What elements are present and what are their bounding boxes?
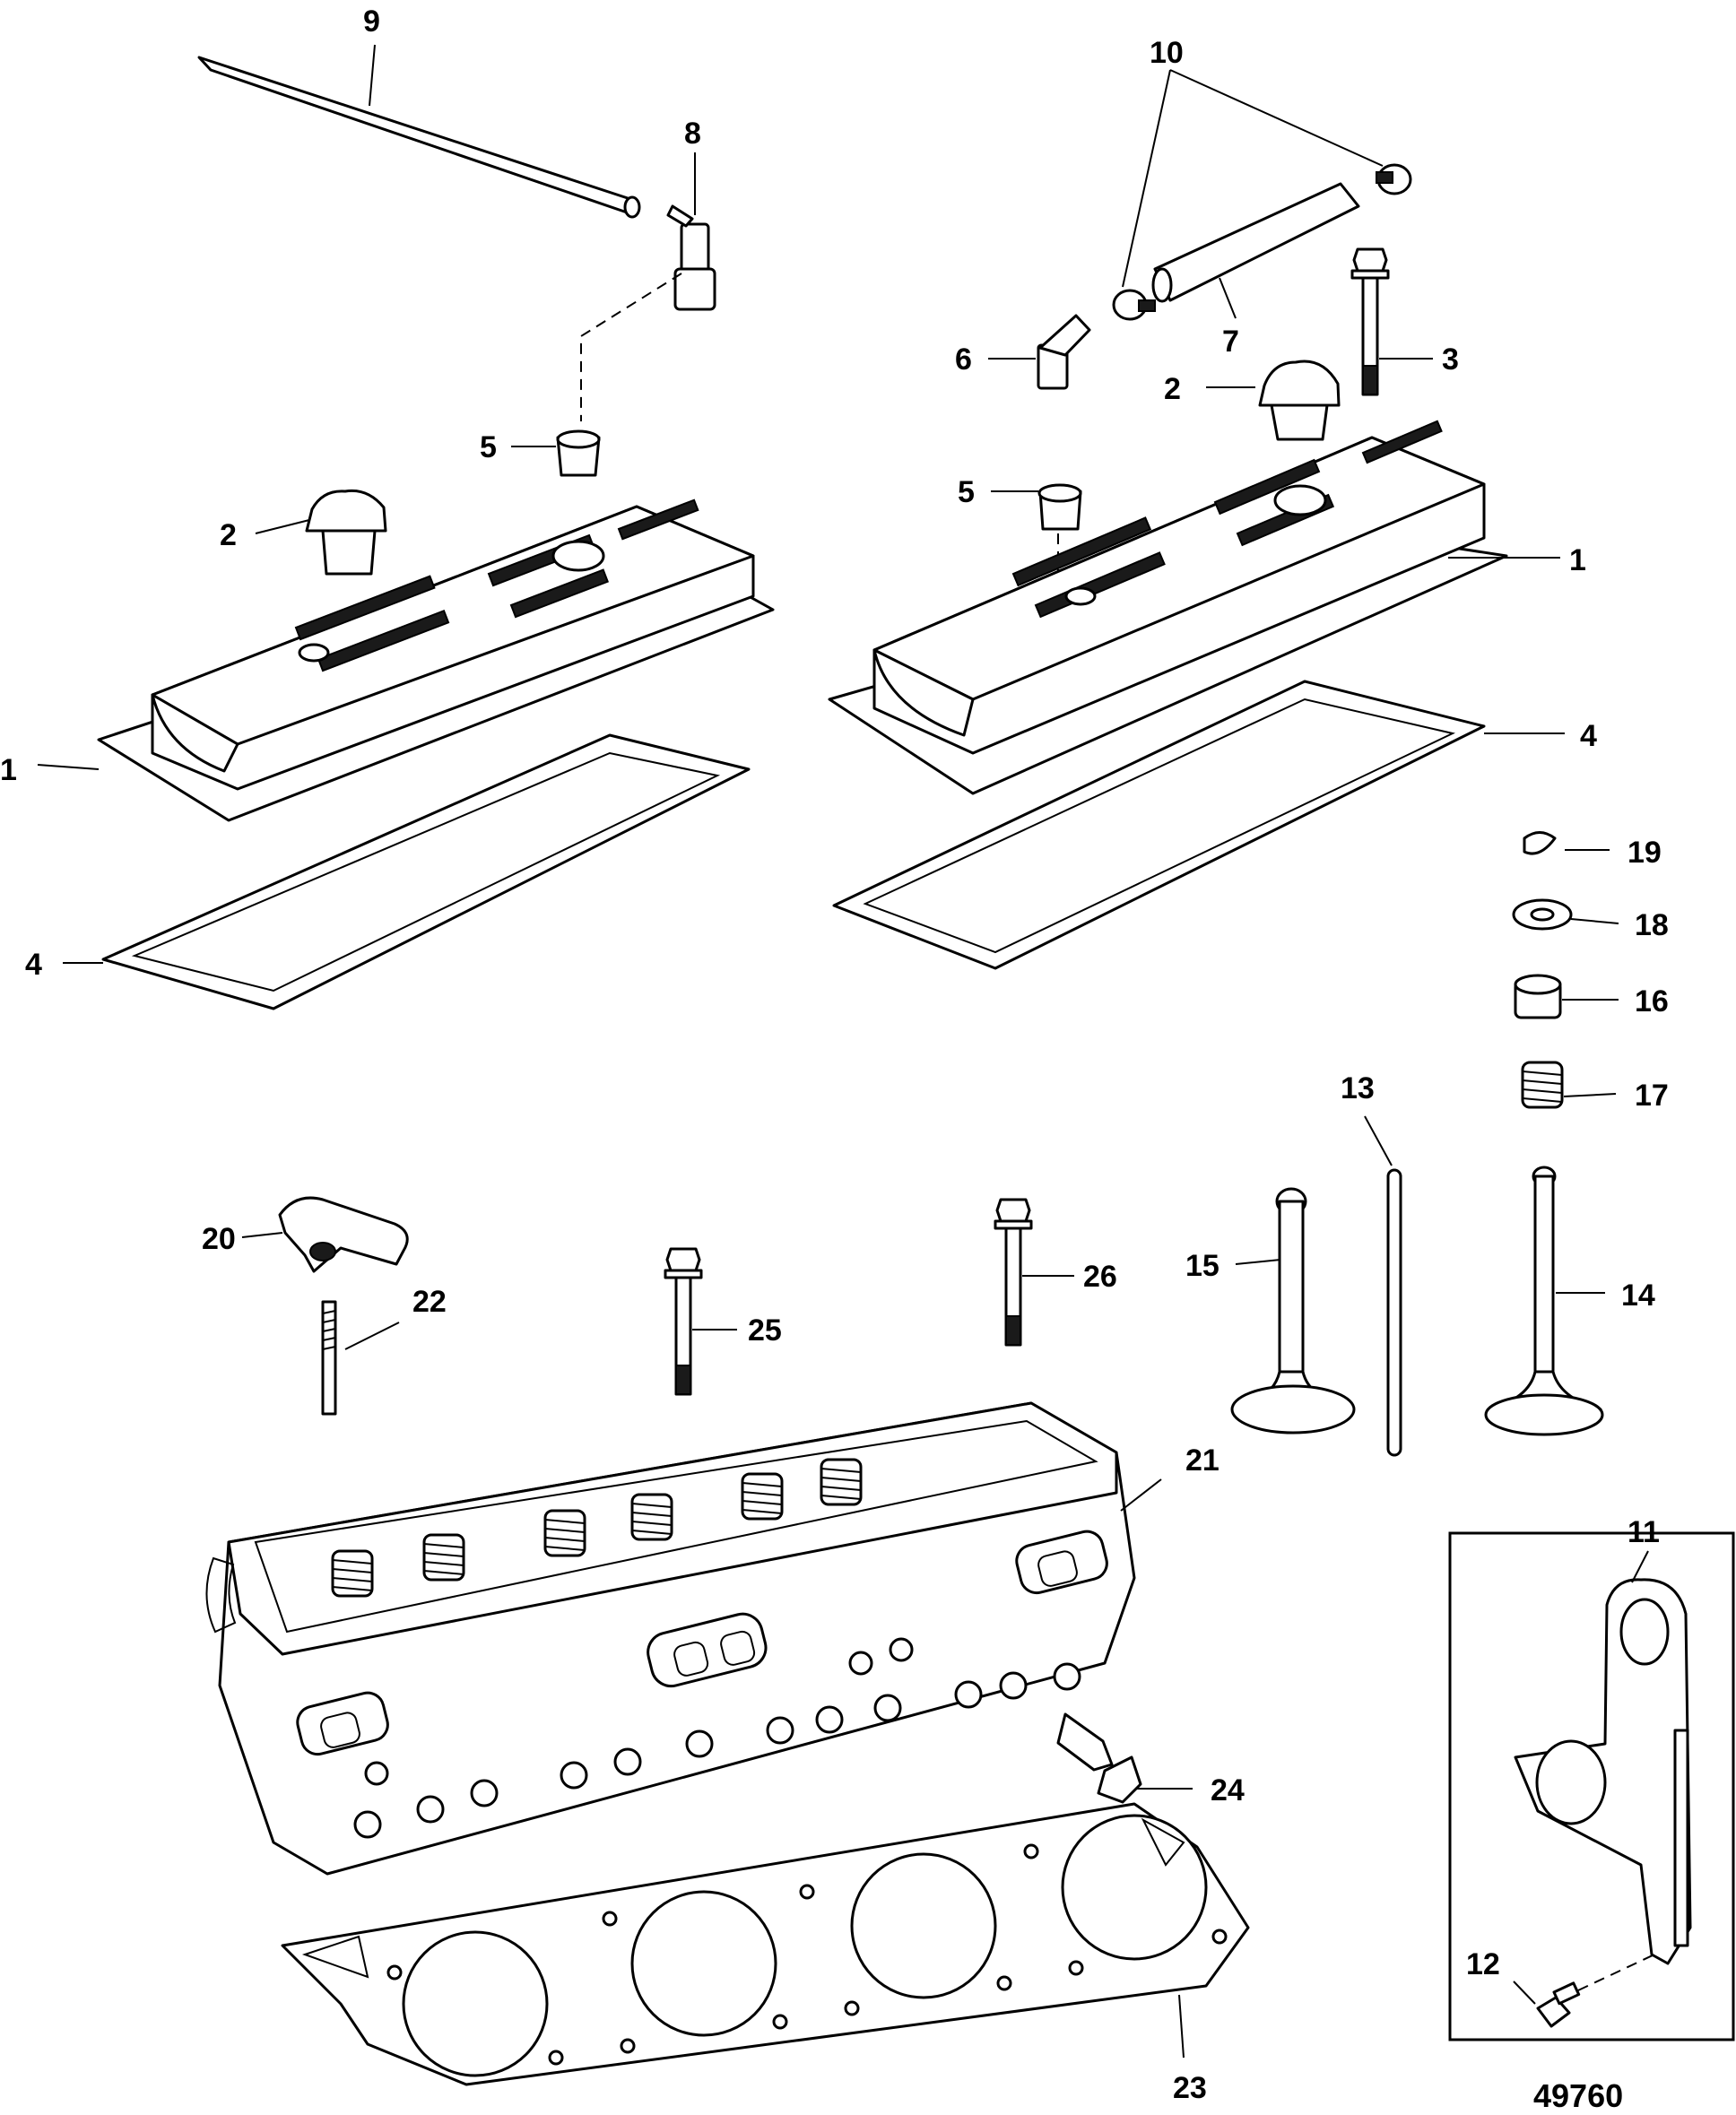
callout-11: 11 <box>1628 1515 1660 1549</box>
callout-20: 20 <box>202 1222 236 1256</box>
part-26-head-bolt-short: 26 <box>994 1198 1117 1347</box>
callout-4-left: 4 <box>25 948 42 982</box>
callout-17: 17 <box>1635 1079 1669 1113</box>
callout-26: 26 <box>1083 1260 1117 1294</box>
part-11-lifting-bracket: 11 <box>1514 1515 1692 1965</box>
callout-23: 23 <box>1173 2071 1207 2105</box>
part-5-grommet-right: 5 <box>958 475 1082 531</box>
part-4-gasket-left: 4 <box>25 733 751 1010</box>
callout-15: 15 <box>1185 1249 1220 1283</box>
part-16-valve-seal: 16 <box>1514 974 1669 1019</box>
callout-25: 25 <box>748 1313 782 1348</box>
callout-12: 12 <box>1466 1947 1500 1981</box>
part-19-valve-lock: 19 <box>1523 831 1662 870</box>
callout-19: 19 <box>1628 836 1662 870</box>
callout-22: 22 <box>412 1285 447 1319</box>
callout-18: 18 <box>1635 908 1669 942</box>
part-1-valve-cover-left: 1 <box>0 498 775 822</box>
part-4-gasket-right: 4 <box>832 680 1597 970</box>
part-3-cover-bolt: 3 <box>1350 247 1459 396</box>
callout-21: 21 <box>1185 1443 1220 1478</box>
callout-14: 14 <box>1621 1279 1655 1313</box>
callout-2-left: 2 <box>220 518 237 552</box>
callout-6: 6 <box>955 342 972 377</box>
part-7-hose: 7 <box>1151 182 1360 359</box>
part-18-spring-retainer: 18 <box>1512 898 1669 942</box>
part-23-head-gasket: 23 <box>281 1802 1250 2105</box>
part-5-grommet-left: 5 <box>480 429 601 477</box>
callout-2-right: 2 <box>1164 372 1181 406</box>
part-15-intake-valve: 15 <box>1185 1187 1356 1435</box>
callout-13: 13 <box>1341 1071 1375 1105</box>
callout-16: 16 <box>1635 984 1669 1018</box>
part-12-bracket-bolt: 12 <box>1466 1947 1655 2028</box>
part-6-elbow-fitting: 6 <box>955 314 1091 390</box>
part-24-short-bolt: 24 <box>1056 1712 1245 1807</box>
figure-number: 49760 <box>1533 2077 1623 2114</box>
callout-1-left: 1 <box>0 753 17 787</box>
part-8-pcv-valve: 8 <box>666 117 716 311</box>
part-14-exhaust-valve: 14 <box>1484 1166 1655 1436</box>
part-17-valve-spring: 17 <box>1521 1061 1669 1113</box>
part-1-valve-cover-right: 1 <box>828 420 1586 795</box>
callout-4-right: 4 <box>1580 719 1597 753</box>
callout-1-right: 1 <box>1569 543 1586 577</box>
callout-8: 8 <box>684 117 701 151</box>
callout-9: 9 <box>363 4 380 39</box>
part-25-head-bolt-long: 25 <box>664 1247 782 1396</box>
callout-5-left: 5 <box>480 430 497 464</box>
part-13-push-rod: 13 <box>1341 1071 1402 1457</box>
part-20-rocker-arm: 20 <box>202 1196 409 1273</box>
part-9-vent-tube: 9 <box>197 4 641 219</box>
part-22-rocker-stud: 22 <box>321 1285 447 1416</box>
part-2-oil-cap-right: 2 <box>1164 360 1341 441</box>
callout-5-right: 5 <box>958 475 975 509</box>
callout-10: 10 <box>1150 36 1184 70</box>
dashed-assembly-line-left <box>580 273 682 421</box>
callout-7: 7 <box>1222 325 1239 359</box>
part-10-hose-clamps: 10 <box>1112 36 1412 321</box>
callout-24: 24 <box>1211 1773 1245 1807</box>
inset-bracket-detail: 11 12 <box>1448 1515 1735 2041</box>
callout-3: 3 <box>1442 342 1459 377</box>
part-21-cylinder-head: 21 <box>205 1401 1220 1876</box>
part-2-oil-cap-left: 2 <box>220 489 387 576</box>
